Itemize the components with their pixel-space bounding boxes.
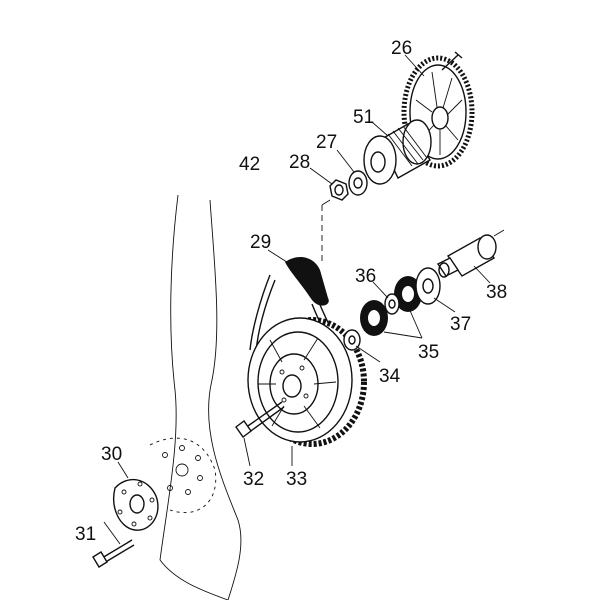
- gear-bolt: [441, 51, 463, 71]
- callout-30: 30: [101, 444, 122, 465]
- spacer-36: [384, 293, 400, 315]
- callout-37: 37: [450, 314, 471, 335]
- callout-51: 51: [353, 107, 374, 128]
- callouts: 26 51 27 28 42 29 36 38 37 35 34 30 31 3…: [75, 38, 507, 545]
- leader-lines: [103, 54, 491, 545]
- callout-38: 38: [486, 282, 507, 303]
- callout-36: 36: [355, 266, 376, 287]
- washer-27: [348, 170, 368, 196]
- housing-37: [415, 267, 441, 305]
- callout-35: 35: [418, 342, 439, 363]
- bearing-34: [343, 329, 361, 351]
- callout-27: 27: [316, 132, 337, 153]
- flange-plate: [113, 478, 159, 531]
- splined-hub: [363, 119, 432, 185]
- callout-29: 29: [250, 232, 271, 253]
- bearing-35: [360, 276, 422, 336]
- pulley: [247, 317, 367, 447]
- shaft: [436, 229, 505, 278]
- callout-32: 32: [243, 469, 264, 490]
- bolt-32: [235, 401, 285, 438]
- callout-28: 28: [289, 152, 310, 173]
- nut-28: [329, 179, 349, 201]
- bolt-31: [92, 539, 135, 568]
- callout-33: 33: [286, 469, 307, 490]
- propeller-blade: [149, 194, 242, 600]
- callout-31: 31: [75, 524, 96, 545]
- callout-42: 42: [239, 154, 260, 175]
- callout-26: 26: [391, 38, 412, 59]
- axis-lines: [321, 199, 331, 265]
- callout-34: 34: [379, 366, 401, 387]
